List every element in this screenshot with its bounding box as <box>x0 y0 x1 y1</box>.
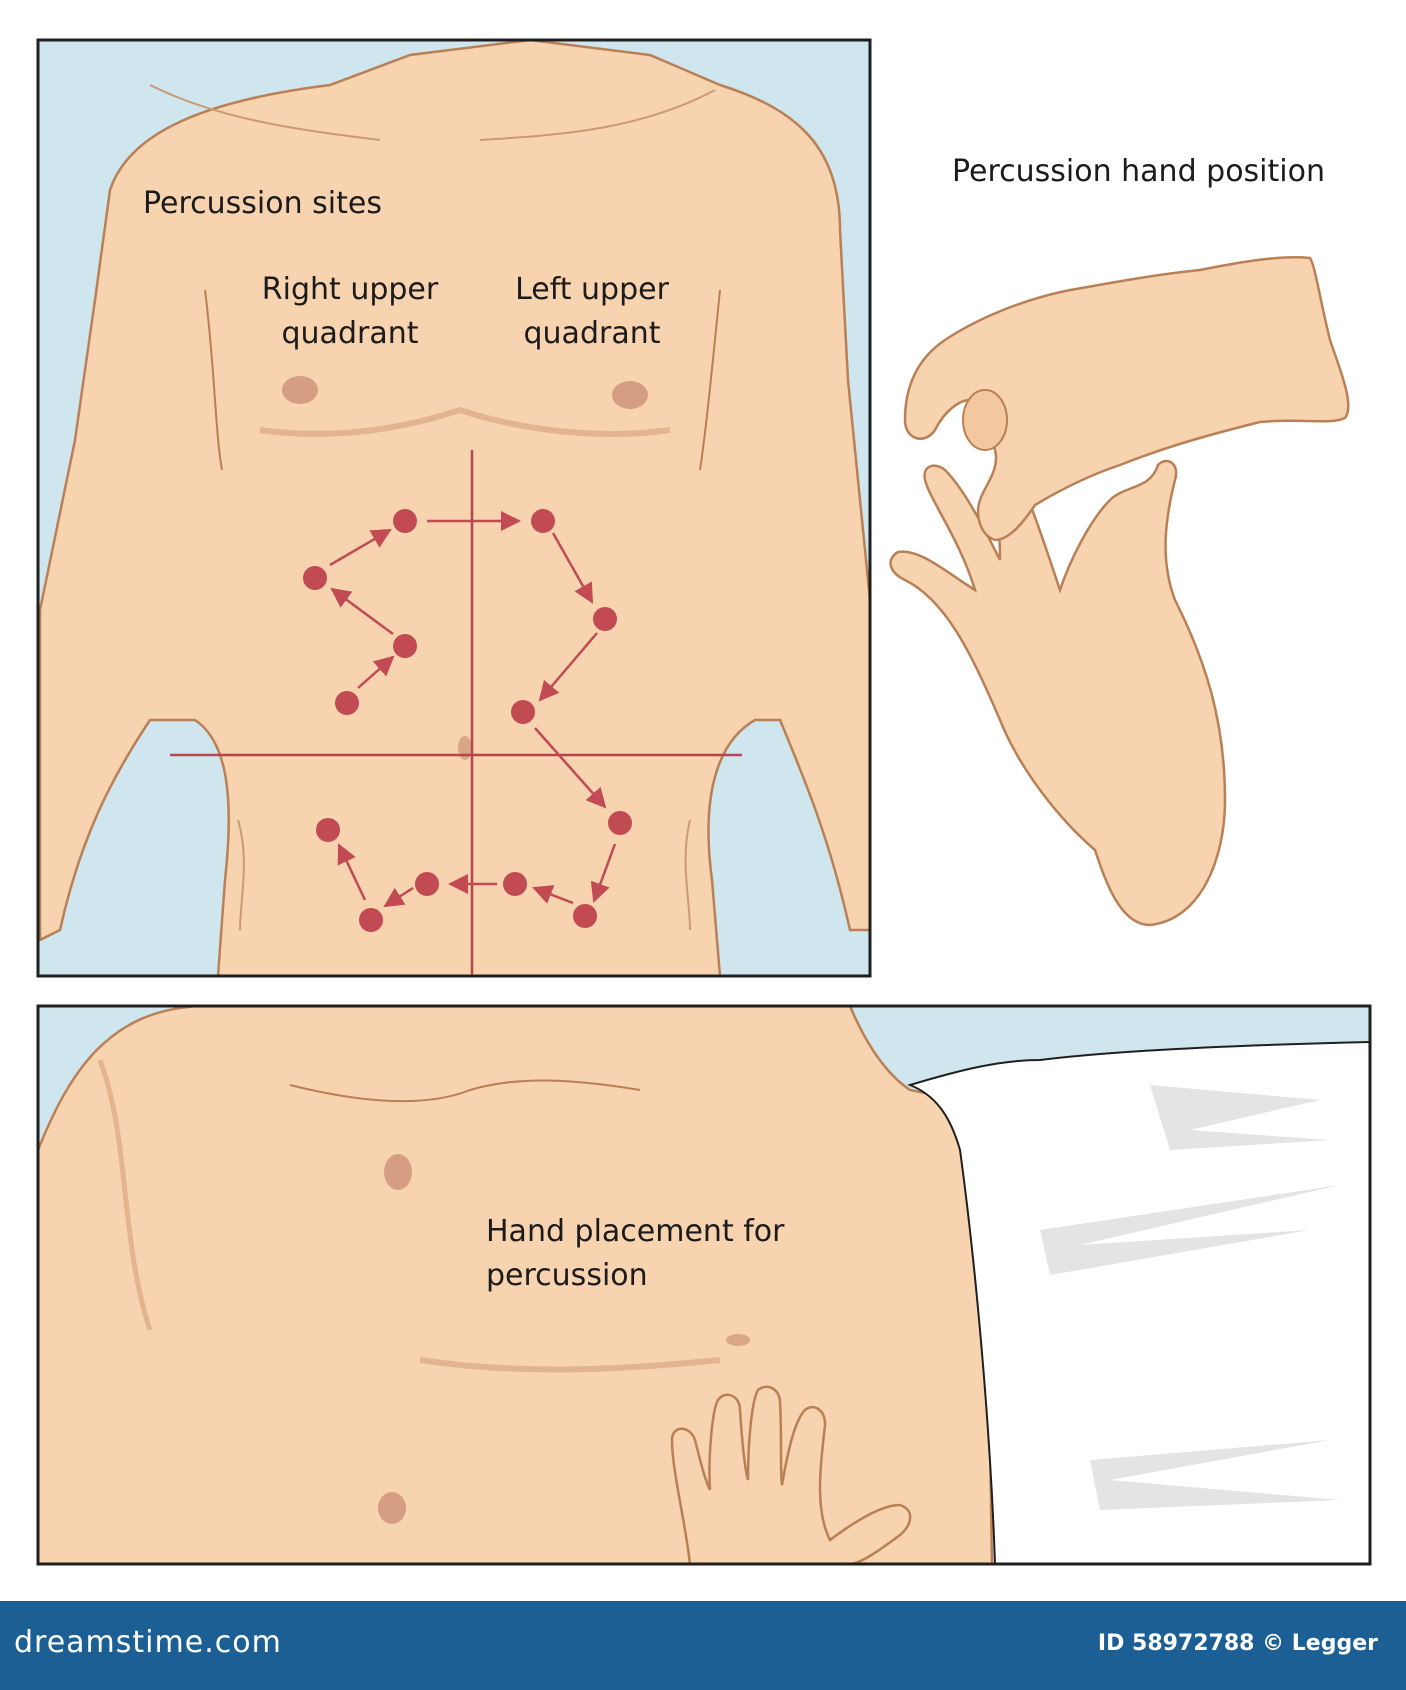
lower-nipple <box>378 1492 406 1524</box>
footer-bar: dreamstime.com ID 58972788 © Legger <box>0 1601 1406 1690</box>
percussion-dot <box>573 904 597 928</box>
sheet-folds <box>1040 1085 1340 1510</box>
percussion-dot <box>593 607 617 631</box>
footer-credit: ID 58972788 © Legger <box>1097 1631 1378 1656</box>
percussion-sites-label: Percussion sites <box>143 186 382 221</box>
percussion-dot <box>303 566 327 590</box>
pleximeter-hand <box>889 458 1227 927</box>
percussion-dot <box>608 811 632 835</box>
bed-sheet <box>906 1040 1370 1564</box>
hand-placement-label: Hand placement for percussion <box>486 1210 785 1298</box>
navel <box>458 736 472 760</box>
right-upper-quadrant-line2: quadrant <box>281 316 419 351</box>
hand-placement-line2: percussion <box>486 1258 648 1293</box>
percussion-dot <box>359 908 383 932</box>
percussion-dot <box>316 818 340 842</box>
percussion-dot <box>511 700 535 724</box>
percussion-dot <box>415 872 439 896</box>
hand-placement-panel <box>36 1004 1372 1566</box>
percussion-dot <box>393 634 417 658</box>
bottom-navel <box>726 1334 750 1346</box>
percussion-hands <box>889 256 1350 927</box>
left-upper-quadrant-label: Left upper quadrant <box>482 268 702 356</box>
torso-body <box>38 40 870 976</box>
right-nipple <box>282 376 318 404</box>
left-nipple <box>612 381 648 409</box>
percussion-path <box>329 511 617 908</box>
placement-hand <box>670 1385 912 1564</box>
percussion-dot <box>503 872 527 896</box>
left-upper-quadrant-line1: Left upper <box>515 272 669 307</box>
percussion-dot <box>335 691 359 715</box>
percussion-dot <box>393 509 417 533</box>
percussion-hand-position-label: Percussion hand position <box>952 154 1325 189</box>
percussion-sites <box>303 509 632 932</box>
hand-placement-line1: Hand placement for <box>486 1214 785 1249</box>
plexor-hand <box>903 256 1350 542</box>
torso-panel <box>36 38 872 978</box>
left-upper-quadrant-line2: quadrant <box>523 316 661 351</box>
right-upper-quadrant-line1: Right upper <box>261 272 439 307</box>
footer-logo: dreamstime.com <box>14 1625 282 1660</box>
percussion-dot <box>531 509 555 533</box>
right-upper-quadrant-label: Right upper quadrant <box>240 268 460 356</box>
upper-nipple <box>384 1154 412 1190</box>
